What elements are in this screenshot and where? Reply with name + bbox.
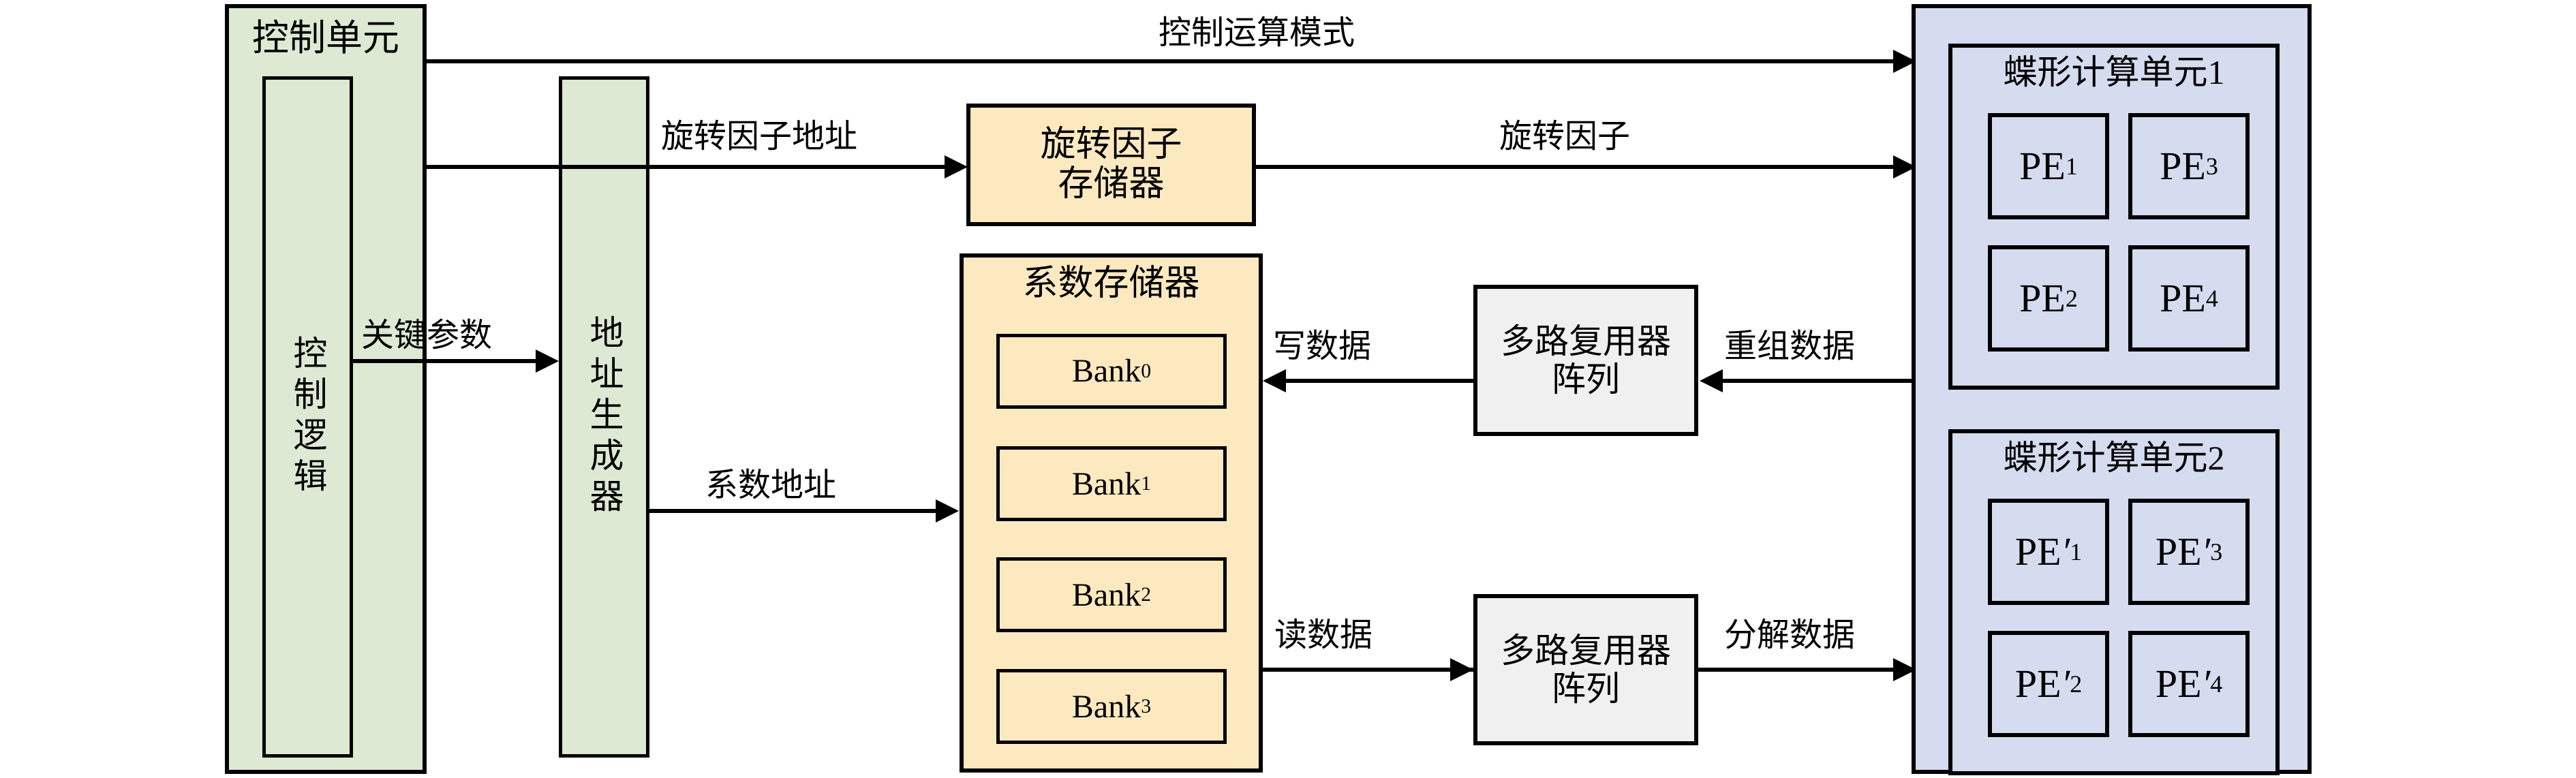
butterfly-compute-unit-2: 蝶形计算单元2 PE′1 PE′2 PE′3 PE′4 (1948, 429, 2280, 775)
label-twiddle-factor: 旋转因子 (1499, 119, 1631, 155)
pe-prime-4-prime: ′ (2201, 661, 2211, 706)
multiplexer-array-top-block: 多路复用器 阵列 (1473, 285, 1698, 436)
label-write-data: 写数据 (1273, 328, 1372, 364)
control-logic-block: 控制逻辑 (262, 76, 353, 758)
coefficient-memory-title: 系数存储器 (1022, 264, 1200, 303)
read-data-line (1263, 668, 1473, 672)
pe-2-base: PE (2019, 275, 2066, 320)
label-recombined-data: 重组数据 (1724, 328, 1856, 364)
pe-prime-2-prime: ′ (2061, 661, 2070, 706)
bank-1-index: 1 (1141, 472, 1152, 495)
pe-1-base: PE (2019, 143, 2066, 188)
twiddle-memory-line2: 存储器 (1058, 165, 1165, 204)
twiddle-factor-line (1256, 165, 1893, 169)
label-twiddle-address: 旋转因子地址 (661, 119, 858, 155)
multiplexer-array-bottom-block: 多路复用器 阵列 (1473, 594, 1698, 745)
butterfly-unit-2-title: 蝶形计算单元2 (2003, 439, 2225, 477)
control-unit-title: 控制单元 (252, 18, 399, 59)
key-parameter-line (353, 359, 536, 363)
pe-3-index: 3 (2205, 152, 2218, 180)
twiddle-address-line (427, 165, 945, 169)
label-key-parameters: 关键参数 (361, 317, 493, 354)
pe-prime-3-index: 3 (2210, 538, 2223, 565)
label-control-mode: 控制运算模式 (1159, 15, 1355, 51)
pe-4-index: 4 (2205, 284, 2218, 312)
pe-prime-2-base: PE (2014, 661, 2061, 706)
pe-prime-3-prime: ′ (2201, 529, 2211, 574)
bank-2-index: 2 (1141, 583, 1152, 606)
twiddle-memory-line1: 旋转因子 (1040, 125, 1182, 164)
mux-top-line2: 阵列 (1552, 360, 1620, 399)
pe-prime-3: PE′3 (2128, 499, 2250, 605)
decomposed-data-line (1698, 668, 1893, 672)
pe-prime-1-base: PE (2014, 529, 2061, 574)
address-generator-block: 地址生成器 (559, 76, 649, 758)
pe-prime-4-base: PE (2155, 661, 2202, 706)
bank-2-label: Bank (1071, 576, 1141, 613)
control-mode-line (427, 59, 1893, 63)
pe-4-base: PE (2160, 275, 2206, 320)
read-data-arrowhead (1450, 658, 1473, 681)
butterfly-unit-1-title: 蝶形计算单元1 (2003, 53, 2225, 91)
recombined-data-arrowhead (1700, 369, 1723, 392)
twiddle-factor-memory-block: 旋转因子 存储器 (966, 104, 1256, 226)
pe-1-index: 1 (2065, 152, 2078, 180)
bank-0-index: 0 (1141, 360, 1152, 383)
pe-prime-3-base: PE (2155, 529, 2202, 574)
pe-prime-2-index: 2 (2070, 670, 2083, 698)
pe-prime-1-index: 1 (2070, 538, 2083, 565)
bank-3-index: 3 (1141, 695, 1152, 717)
mux-top-line1: 多路复用器 (1501, 322, 1671, 360)
twiddle-address-arrowhead (945, 155, 968, 178)
coefficient-address-arrowhead (936, 499, 959, 523)
mux-bottom-line2: 阵列 (1552, 670, 1620, 708)
pe-prime-2: PE′2 (1988, 631, 2109, 737)
pe-2-index: 2 (2065, 284, 2078, 312)
label-decomposed-data: 分解数据 (1724, 617, 1856, 653)
label-read-data: 读数据 (1274, 617, 1373, 653)
pe-prime-4-index: 4 (2210, 670, 2223, 698)
write-data-arrowhead (1263, 369, 1286, 392)
bank-1-label: Bank (1071, 465, 1141, 502)
mux-bottom-line1: 多路复用器 (1501, 632, 1671, 670)
write-data-line (1266, 379, 1473, 383)
bank-0-label: Bank (1071, 353, 1141, 390)
bank-3-label: Bank (1071, 688, 1141, 725)
coefficient-address-line (649, 509, 936, 513)
pe-prime-1-prime: ′ (2061, 529, 2070, 574)
pe-3-base: PE (2160, 143, 2206, 188)
pe-prime-4: PE′4 (2128, 631, 2250, 737)
label-coefficient-address: 系数地址 (705, 467, 837, 503)
key-parameter-arrowhead (536, 349, 559, 373)
pe-prime-1: PE′1 (1988, 499, 2109, 605)
recombined-data-line (1723, 379, 1914, 383)
control-mode-stub (423, 59, 431, 63)
